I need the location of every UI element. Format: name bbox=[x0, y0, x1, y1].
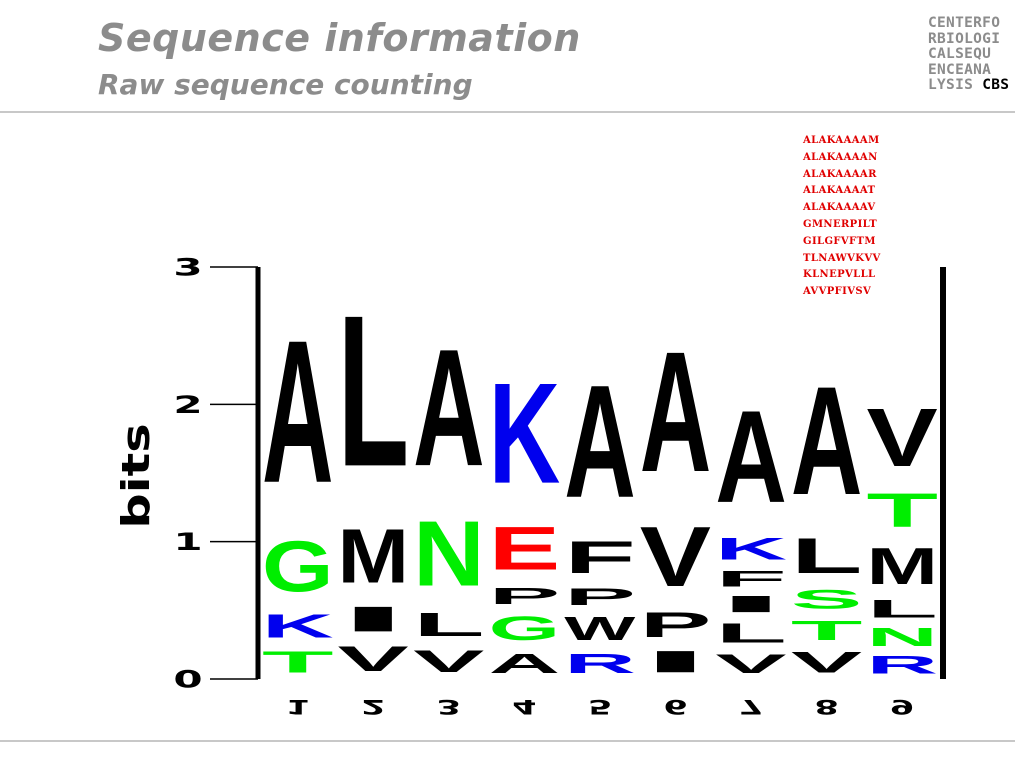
sequence-item: ALAKAAAAV bbox=[803, 202, 876, 214]
position-label: 2 bbox=[361, 695, 385, 718]
logo-letter: M bbox=[866, 538, 938, 595]
logo-letter: G bbox=[489, 609, 561, 648]
sequence-list: ALAKAAAAM ALAKAAAAN ALAKAAAAR ALAKAAAAT … bbox=[803, 133, 881, 301]
logo-letter: L bbox=[791, 528, 863, 584]
sequence-item: ALAKAAAAT bbox=[803, 185, 876, 197]
logo-letter: A bbox=[262, 297, 334, 525]
logo-line: CENTERFO bbox=[928, 15, 1001, 31]
logo-letter: F bbox=[715, 566, 787, 591]
position-label: 1 bbox=[286, 695, 310, 718]
logo-letter: V bbox=[338, 639, 409, 679]
position-label: 9 bbox=[890, 695, 914, 718]
logo-letter: V bbox=[640, 508, 711, 605]
logo-letter: T bbox=[866, 484, 938, 537]
logo-letter: V bbox=[866, 393, 937, 484]
logo-letter: A bbox=[640, 315, 712, 507]
cbs-logo: CENTERFO RBIOLOGI CALSEQU ENCEANA LYSIS … bbox=[928, 15, 1018, 94]
logo-letter: K bbox=[715, 530, 787, 566]
logo-letter: V bbox=[791, 646, 862, 679]
sequence-item: GMNERPILT bbox=[803, 218, 878, 230]
sequence-item: ALAKAAAAR bbox=[803, 168, 877, 180]
sequence-item: GILGFVFTM bbox=[803, 235, 876, 247]
logo-line: ENCEANA bbox=[928, 61, 992, 78]
y-tick-label: 2 bbox=[173, 391, 202, 419]
logo-letter: T bbox=[791, 615, 863, 646]
logo-letter: I bbox=[715, 591, 787, 617]
logo-letter: L bbox=[866, 595, 938, 623]
logo-letter: N bbox=[413, 502, 485, 606]
logo-cbs: CBS bbox=[982, 77, 1010, 93]
logo-line: RBIOLOGI bbox=[928, 30, 1001, 47]
logo-letter: G bbox=[262, 526, 334, 607]
y-tick-label: 3 bbox=[173, 254, 202, 282]
logo-letter: S bbox=[791, 584, 863, 614]
logo-letter: P bbox=[640, 605, 712, 645]
logo-letter: L bbox=[338, 270, 410, 511]
logo-letter: A bbox=[413, 316, 485, 502]
position-label: 4 bbox=[512, 695, 536, 718]
logo-letter: L bbox=[413, 606, 485, 643]
logo-letter: F bbox=[564, 532, 636, 583]
position-label: 7 bbox=[739, 695, 763, 718]
logo-letter: K bbox=[489, 353, 561, 514]
position-label: 6 bbox=[663, 695, 687, 718]
sequence-item: KLNEPVLLL bbox=[803, 269, 876, 281]
logo-letter: A bbox=[791, 355, 863, 528]
sequence-item: ALAKAAAAN bbox=[803, 151, 878, 163]
logo-letter: W bbox=[564, 611, 635, 648]
logo-letter: I bbox=[640, 644, 712, 678]
logo-letter: L bbox=[715, 617, 787, 648]
page-subtitle: Raw sequence counting bbox=[98, 68, 473, 101]
y-tick-label: 1 bbox=[173, 529, 202, 557]
logo-letter: K bbox=[262, 607, 334, 644]
logo-letter: N bbox=[866, 623, 938, 652]
logo-line: CALSEQU bbox=[928, 46, 992, 62]
logo-line-last: LYSIS CBS bbox=[928, 77, 1018, 94]
y-tick-label: 0 bbox=[173, 666, 202, 694]
footer-divider bbox=[0, 740, 1015, 742]
logo-letter: P bbox=[564, 583, 636, 610]
position-label: 5 bbox=[588, 695, 612, 718]
sequence-item: TLNAWVKVV bbox=[803, 252, 881, 264]
position-label: 8 bbox=[814, 695, 838, 718]
logo-letter: P bbox=[489, 583, 561, 609]
logo-letter: E bbox=[489, 514, 561, 583]
position-label: 3 bbox=[437, 695, 461, 718]
logo-letter: V bbox=[715, 648, 786, 678]
logo-letter: R bbox=[866, 652, 938, 679]
logo-letter: R bbox=[564, 648, 636, 679]
logo-letter: A bbox=[489, 648, 561, 679]
logo-letter: T bbox=[262, 645, 334, 679]
y-axis-label: bits bbox=[115, 423, 159, 528]
header-divider bbox=[0, 111, 1015, 113]
logo-line: LYSIS bbox=[928, 77, 974, 93]
logo-letter: A bbox=[564, 352, 636, 531]
sequence-item: AVVPFIVSV bbox=[803, 286, 872, 298]
logo-letter: A bbox=[715, 383, 787, 530]
sequence-item: ALAKAAAAM bbox=[803, 135, 880, 146]
logo-letter: M bbox=[338, 513, 410, 599]
logo-letter: V bbox=[413, 643, 485, 679]
page-title: Sequence information bbox=[98, 16, 581, 60]
logo-letter: I bbox=[338, 599, 410, 639]
